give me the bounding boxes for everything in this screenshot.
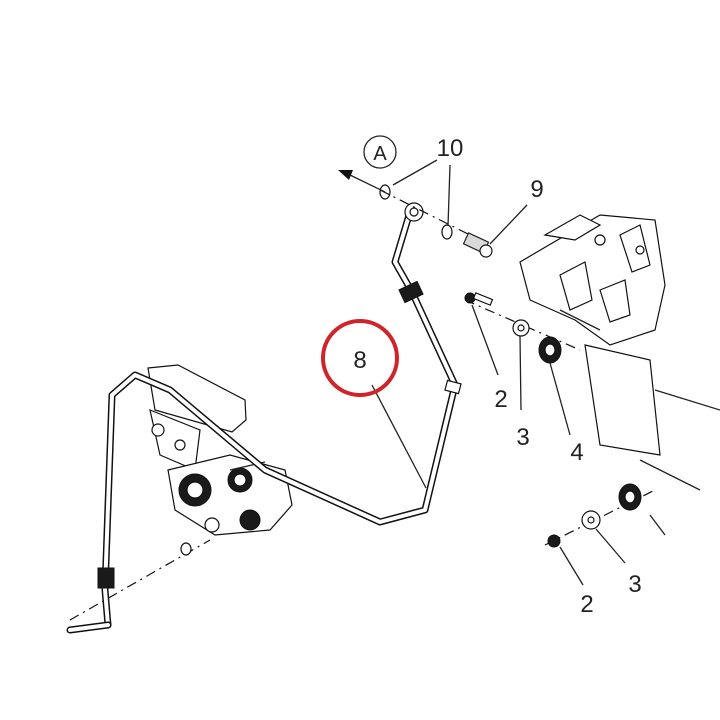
callout-3-lower: 3 (628, 571, 641, 598)
reference-marker-a: A (338, 135, 397, 193)
callout-2-upper: 2 (494, 386, 507, 413)
callout-10: 10 (437, 135, 464, 162)
callout-2-lower: 2 (580, 591, 593, 618)
arrow-head (338, 170, 353, 180)
callout-3-upper: 3 (516, 424, 529, 451)
mounting-bracket (519, 214, 720, 491)
brake-caliper (147, 364, 293, 536)
highlight-ring (321, 319, 399, 397)
arrow-line (349, 174, 386, 193)
banjo-bolt-assembly (379, 184, 493, 258)
brake-hose (66, 202, 462, 634)
callout-8: 8 (353, 347, 366, 374)
reference-marker-label: A (373, 143, 387, 165)
fastener-set-upper (464, 292, 581, 364)
caliper-washer (69, 539, 211, 621)
leader-lines (371, 159, 666, 586)
callout-9: 9 (530, 176, 543, 203)
reference-circle (363, 135, 397, 169)
fastener-set-lower (544, 483, 656, 548)
callout-4: 4 (570, 439, 583, 466)
